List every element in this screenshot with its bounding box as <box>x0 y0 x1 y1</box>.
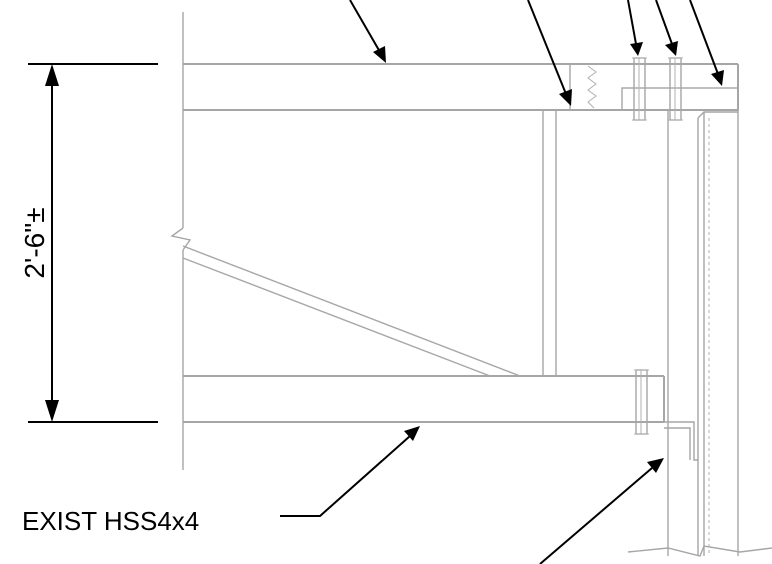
dimension-label: 2'-6"± <box>19 207 50 278</box>
dimension-2-6 <box>28 63 158 423</box>
leader-bolt-left <box>627 0 643 56</box>
existing-wall <box>170 12 192 470</box>
diagonal-brace <box>182 245 521 377</box>
top-bolt-right <box>668 57 683 121</box>
break-mark <box>587 65 597 109</box>
top-beam <box>183 63 739 111</box>
bottom-bolt <box>634 369 649 435</box>
leader-top-beam <box>349 0 386 63</box>
leader-bolt-right <box>655 0 678 56</box>
vertical-strut <box>542 110 557 376</box>
dimension-arrow-bottom-icon <box>45 400 59 422</box>
top-bolt-left <box>632 57 647 121</box>
top-connection-plate <box>621 87 739 111</box>
dimension-arrow-top-icon <box>45 64 59 86</box>
leader-plate <box>689 0 724 86</box>
right-column <box>627 110 772 557</box>
leader-bottom-note <box>539 458 664 564</box>
leader-weld <box>527 0 572 106</box>
bottom-beam <box>183 375 665 423</box>
member-callout: EXIST HSS4x4 <box>22 506 199 536</box>
leader-exist-hss <box>280 426 420 517</box>
